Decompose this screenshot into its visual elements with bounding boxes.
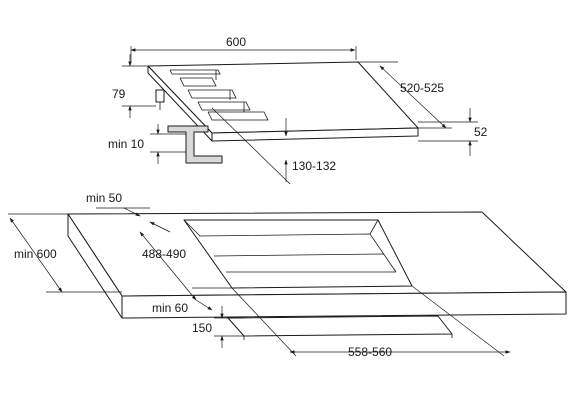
worktop-drawing <box>67 211 567 340</box>
hob-drawing <box>147 61 419 164</box>
label-under-clearance: 150 <box>192 321 212 335</box>
worktop-dimensions <box>8 207 511 357</box>
label-cutout-depth-hob: 130-132 <box>292 159 336 173</box>
label-cutout-depth: 488-490 <box>142 247 186 261</box>
hob-dimensions <box>122 46 478 185</box>
label-min-depth: min 600 <box>14 247 57 261</box>
label-min-bracket: min 10 <box>108 137 144 151</box>
label-cutout-width: 558-560 <box>348 345 392 359</box>
hob-top-surface <box>147 61 419 134</box>
label-hob-depth: 520-525 <box>400 81 444 95</box>
label-min-back: min 50 <box>86 191 122 205</box>
gas-connector <box>155 89 165 103</box>
fixing-bracket <box>167 125 223 164</box>
hob-left-edge <box>147 65 213 142</box>
hob-grid <box>169 69 269 121</box>
label-min-front: min 60 <box>152 301 188 315</box>
worktop-front-edge <box>121 291 567 319</box>
label-hob-width: 600 <box>226 35 246 49</box>
label-clearance-top: 79 <box>112 87 126 101</box>
label-hob-height: 52 <box>474 125 488 139</box>
